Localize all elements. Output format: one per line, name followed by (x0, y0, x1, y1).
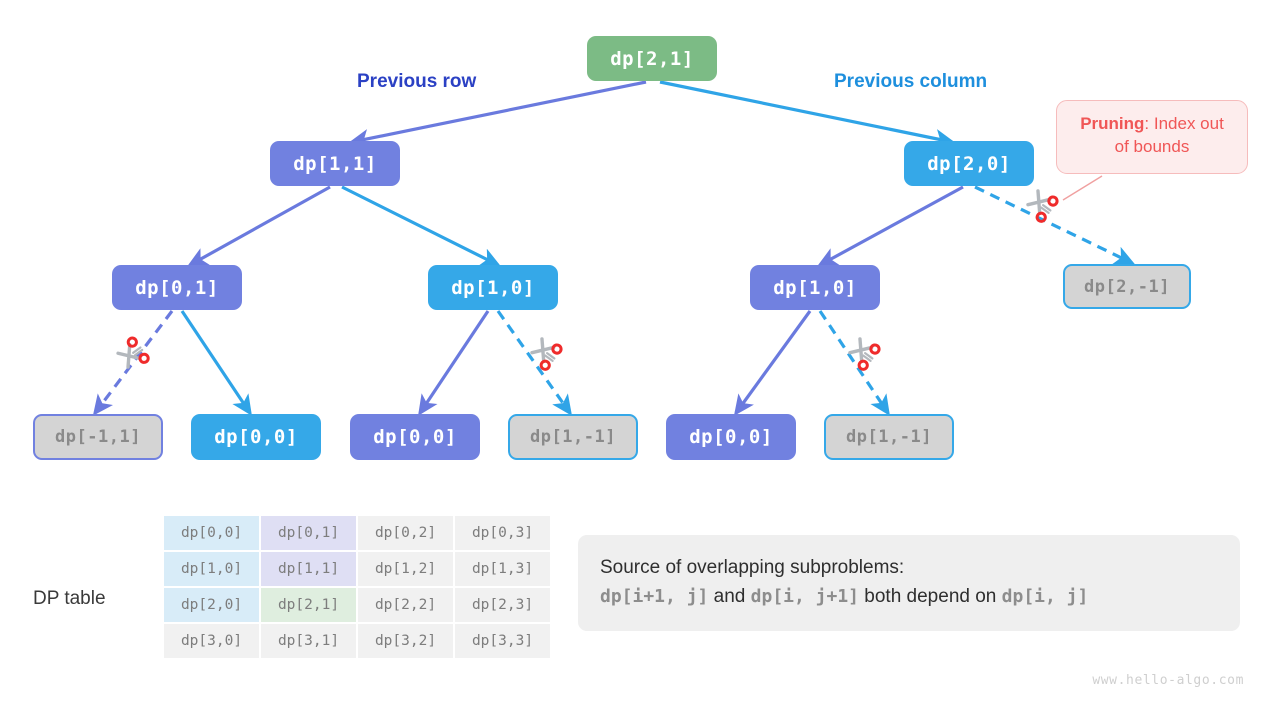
dp-table-body: dp[0,0]dp[0,1]dp[0,2]dp[0,3]dp[1,0]dp[1,… (164, 516, 550, 658)
dp-table-cell: dp[1,1] (261, 552, 356, 586)
pruning-callout-rest: : Index out of bounds (1114, 114, 1224, 157)
tree-node-dp-1-0-right[interactable]: dp[1,0] (750, 265, 880, 310)
dp-table-cell: dp[2,0] (164, 588, 259, 622)
overlapping-subproblems-panel: Source of overlapping subproblems: dp[i+… (578, 535, 1240, 631)
tree-node-dp-neg1-1[interactable]: dp[-1,1] (33, 414, 163, 460)
dp-table-cell: dp[1,2] (358, 552, 453, 586)
scissors-icon-prune-dp-neg1-1 (116, 336, 150, 369)
dp-table: dp[0,0]dp[0,1]dp[0,2]dp[0,3]dp[1,0]dp[1,… (162, 514, 552, 660)
tree-node-dp-1-0-left[interactable]: dp[1,0] (428, 265, 558, 310)
dp-table-label: DP table (33, 588, 106, 609)
dp-table-cell: dp[3,1] (261, 624, 356, 658)
pruning-callout-strong: Pruning (1080, 114, 1145, 133)
dp-table-cell: dp[2,1] (261, 588, 356, 622)
label-previous-row: Previous row (357, 71, 477, 92)
tree-node-dp-2-0[interactable]: dp[2,0] (904, 141, 1034, 186)
tree-node-dp-2-neg1[interactable]: dp[2,-1] (1063, 264, 1191, 309)
dp-table-cell: dp[3,2] (358, 624, 453, 658)
watermark: www.hello-algo.com (1092, 673, 1244, 688)
scissors-icon-prune-dp-2-neg1 (1026, 189, 1059, 223)
dp-table-row: dp[1,0]dp[1,1]dp[1,2]dp[1,3] (164, 552, 550, 586)
dp-table-cell: dp[1,0] (164, 552, 259, 586)
code-dp-i-j1: dp[i, j+1] (750, 586, 860, 608)
dp-table-cell: dp[0,1] (261, 516, 356, 550)
dp-table-cell: dp[3,3] (455, 624, 550, 658)
label-previous-column: Previous column (834, 71, 988, 92)
code-dp-i1-j: dp[i+1, j] (600, 586, 709, 608)
info-panel-line1: Source of overlapping subproblems: (600, 557, 905, 578)
tree-node-dp-1-neg1-b[interactable]: dp[1,-1] (824, 414, 954, 460)
dp-table-cell: dp[0,3] (455, 516, 550, 550)
dp-table-cell: dp[3,0] (164, 624, 259, 658)
tree-node-dp-1-1[interactable]: dp[1,1] (270, 141, 400, 186)
dp-table-cell: dp[2,2] (358, 588, 453, 622)
tree-node-dp-1-neg1-a[interactable]: dp[1,-1] (508, 414, 638, 460)
dp-table-row: dp[2,0]dp[2,1]dp[2,2]dp[2,3] (164, 588, 550, 622)
info-panel-line2: dp[i+1, j] and dp[i, j+1] both depend on… (600, 582, 1218, 611)
tree-node-dp-0-0-a[interactable]: dp[0,0] (191, 414, 321, 460)
pruning-callout: Pruning: Index out of bounds (1056, 100, 1248, 174)
info-mid-1: and (708, 586, 751, 608)
scissors-icon-prune-dp-1-neg1-a (530, 337, 563, 371)
tree-node-dp-0-0-c[interactable]: dp[0,0] (666, 414, 796, 460)
tree-node-root[interactable]: dp[2,1] (587, 36, 717, 81)
dp-table-cell: dp[0,0] (164, 516, 259, 550)
info-mid-2: both depend on (859, 586, 1002, 608)
dp-table-row: dp[3,0]dp[3,1]dp[3,2]dp[3,3] (164, 624, 550, 658)
tree-node-dp-0-1[interactable]: dp[0,1] (112, 265, 242, 310)
code-dp-i-j: dp[i, j] (1001, 586, 1089, 608)
tree-node-dp-0-0-b[interactable]: dp[0,0] (350, 414, 480, 460)
dp-table-cell: dp[1,3] (455, 552, 550, 586)
dp-table-row: dp[0,0]dp[0,1]dp[0,2]dp[0,3] (164, 516, 550, 550)
dp-table-cell: dp[2,3] (455, 588, 550, 622)
dp-table-cell: dp[0,2] (358, 516, 453, 550)
scissors-icon-prune-dp-1-neg1-b (848, 337, 881, 371)
